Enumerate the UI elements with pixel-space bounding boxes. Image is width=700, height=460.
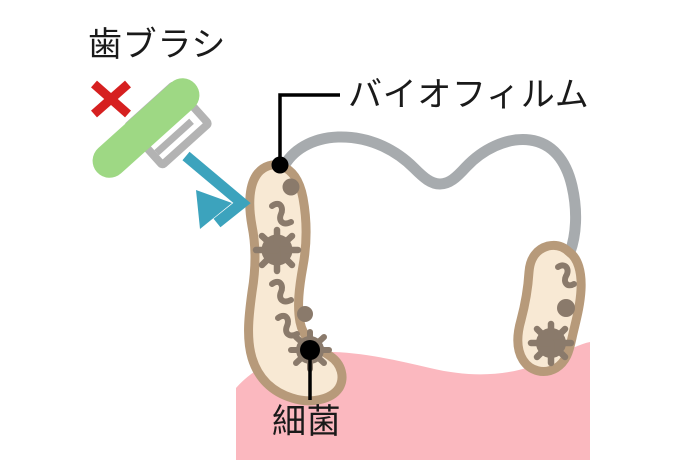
biofilm-anchor-dot — [271, 156, 289, 174]
biofilm-blob-right-icon — [513, 240, 586, 376]
coccus-bacteria-icon — [282, 178, 300, 196]
coccus-bacteria-icon — [557, 299, 575, 317]
bacteria-anchor-dot — [300, 340, 320, 360]
red-cross-mark-icon — [91, 80, 131, 118]
rod-bacteria-icon — [269, 200, 294, 227]
teal-bent-arrow-icon — [182, 151, 251, 229]
biofilm-leader-line — [271, 93, 340, 174]
label-bacteria: 細菌 — [272, 402, 342, 442]
label-biofilm: バイオフィルム — [348, 75, 590, 115]
tooth-crown-icon — [277, 131, 582, 258]
rod-bacteria-icon — [555, 262, 577, 289]
coccus-bacteria-icon — [297, 306, 313, 322]
rod-bacteria-icon — [269, 278, 294, 305]
spiky-bacteria-icon — [527, 320, 575, 367]
toothbrush-icon — [92, 78, 212, 178]
bacteria-leader-line — [300, 340, 320, 400]
biofilm-blob-left-icon — [244, 160, 347, 406]
spiky-bacteria-icon — [252, 226, 302, 275]
brush-handle — [92, 78, 200, 178]
label-toothbrush: 歯ブラシ — [88, 25, 227, 65]
rod-bacteria-icon — [275, 312, 300, 339]
